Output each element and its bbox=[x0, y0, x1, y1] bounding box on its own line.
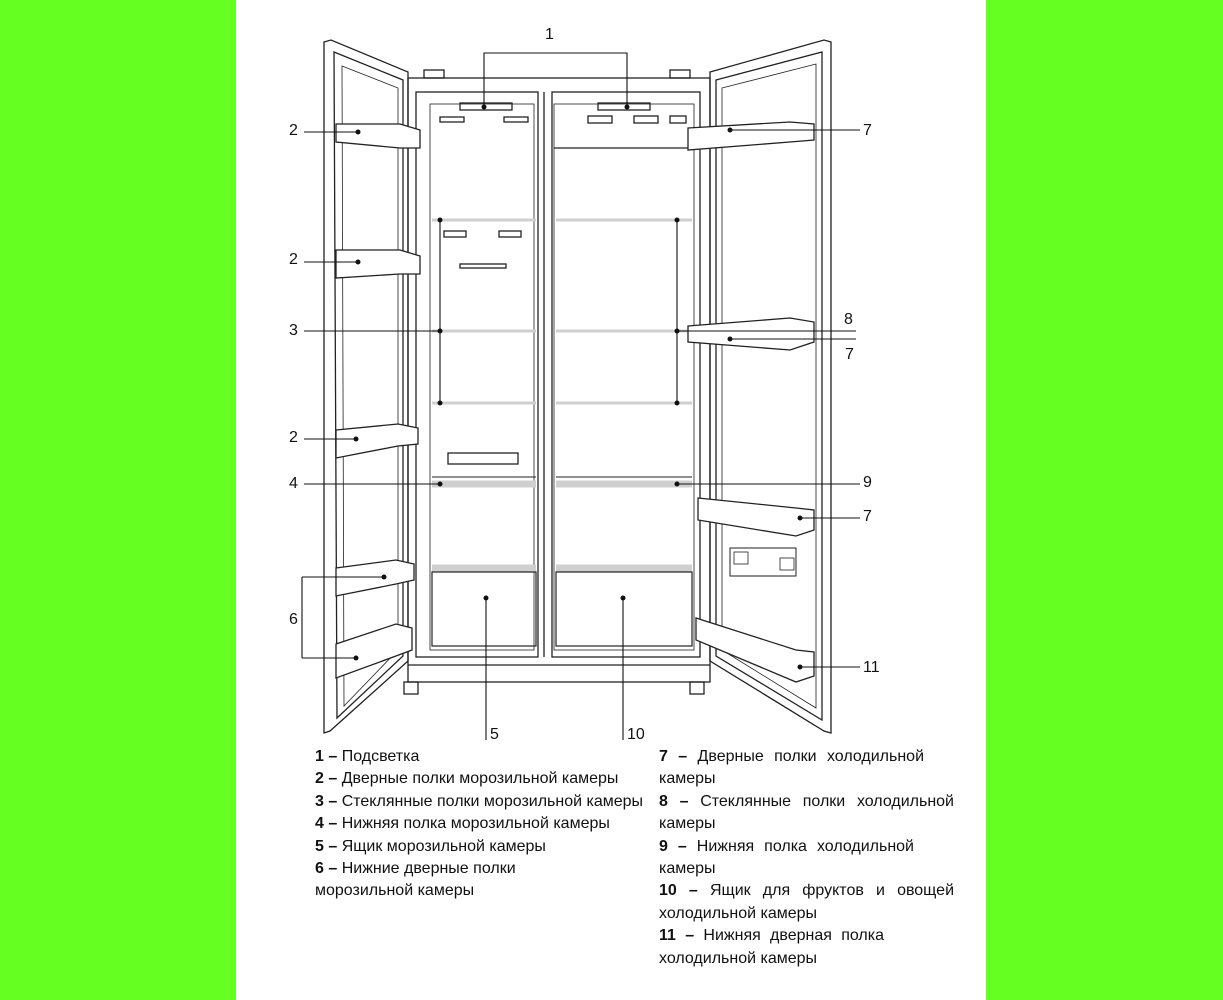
fridge-lower-door-shelf bbox=[695, 617, 815, 683]
freezer-panel bbox=[447, 452, 519, 465]
legend-right: 7 – Дверные полки холодильной камеры 8 –… bbox=[659, 746, 954, 970]
legend-item-3: 3 – Стеклянные полки морозильной камеры bbox=[315, 792, 644, 810]
legend-item-4: 4 – Нижняя полка морозильной камеры bbox=[315, 815, 610, 833]
freezer-lamp bbox=[459, 102, 513, 111]
legend-item-10: 10 – Ящик для фруктов и овощей холодильн… bbox=[659, 882, 955, 922]
legend-item-8: 8 – Стеклянные полки холодильной камеры bbox=[659, 792, 954, 833]
fridge-compartment bbox=[551, 91, 701, 658]
callout-7: 7 bbox=[845, 346, 854, 363]
freezer-door-shelf bbox=[335, 423, 419, 459]
callout-2: 2 bbox=[289, 122, 298, 139]
freezer-door-shelf bbox=[335, 249, 421, 279]
control-label-plate bbox=[729, 547, 797, 577]
crisper-drawer bbox=[555, 571, 693, 647]
freezer-compartment bbox=[415, 91, 539, 658]
freezer-lower-door-shelf bbox=[335, 623, 413, 679]
legend-item-7: 7 – Дверные полки холодильной камеры bbox=[659, 748, 924, 788]
fridge-door-shelf bbox=[687, 121, 815, 151]
legend-item-9: 9 – Нижняя полка холодильной камеры bbox=[659, 837, 914, 878]
callout-5: 5 bbox=[490, 726, 499, 743]
fridge-door bbox=[687, 39, 832, 734]
legend-item-11: 11 – Нижняя дверная полка холодильной ка… bbox=[659, 927, 884, 967]
callout-7: 7 bbox=[863, 508, 872, 525]
callout-7: 7 bbox=[863, 122, 872, 139]
legend-item-1: 1 – Подсветка bbox=[315, 748, 420, 765]
callout-4: 4 bbox=[289, 475, 298, 492]
legend-item-5: 5 – Ящик морозильной камеры bbox=[315, 837, 546, 855]
callout-8: 8 bbox=[844, 311, 853, 328]
freezer-door-shelf bbox=[335, 123, 421, 149]
legend-item-2: 2 – Дверные полки морозильной камеры bbox=[315, 770, 619, 788]
callout-2: 2 bbox=[289, 251, 298, 268]
callout-2: 2 bbox=[289, 429, 298, 446]
fridge-lamp bbox=[597, 102, 651, 111]
legend-left: 1 – Подсветка 2 – Дверные полки морозиль… bbox=[315, 746, 645, 903]
cabinet-outline bbox=[407, 77, 711, 683]
callout-11: 11 bbox=[863, 659, 880, 676]
fridge-door-shelf bbox=[697, 497, 815, 537]
freezer-door bbox=[323, 39, 421, 734]
callout-9: 9 bbox=[863, 474, 872, 491]
callout-1: 1 bbox=[545, 26, 554, 43]
legend-item-6: 6 – Нижние дверные полки морозильной кам… bbox=[315, 860, 516, 900]
callout-6: 6 bbox=[289, 611, 298, 628]
fridge-door-shelf bbox=[687, 317, 815, 351]
freezer-lower-door-shelf bbox=[335, 559, 415, 597]
callout-10: 10 bbox=[627, 726, 645, 743]
callout-3: 3 bbox=[289, 322, 298, 339]
freezer-drawer bbox=[431, 571, 537, 647]
diagram-panel bbox=[236, 0, 986, 1000]
